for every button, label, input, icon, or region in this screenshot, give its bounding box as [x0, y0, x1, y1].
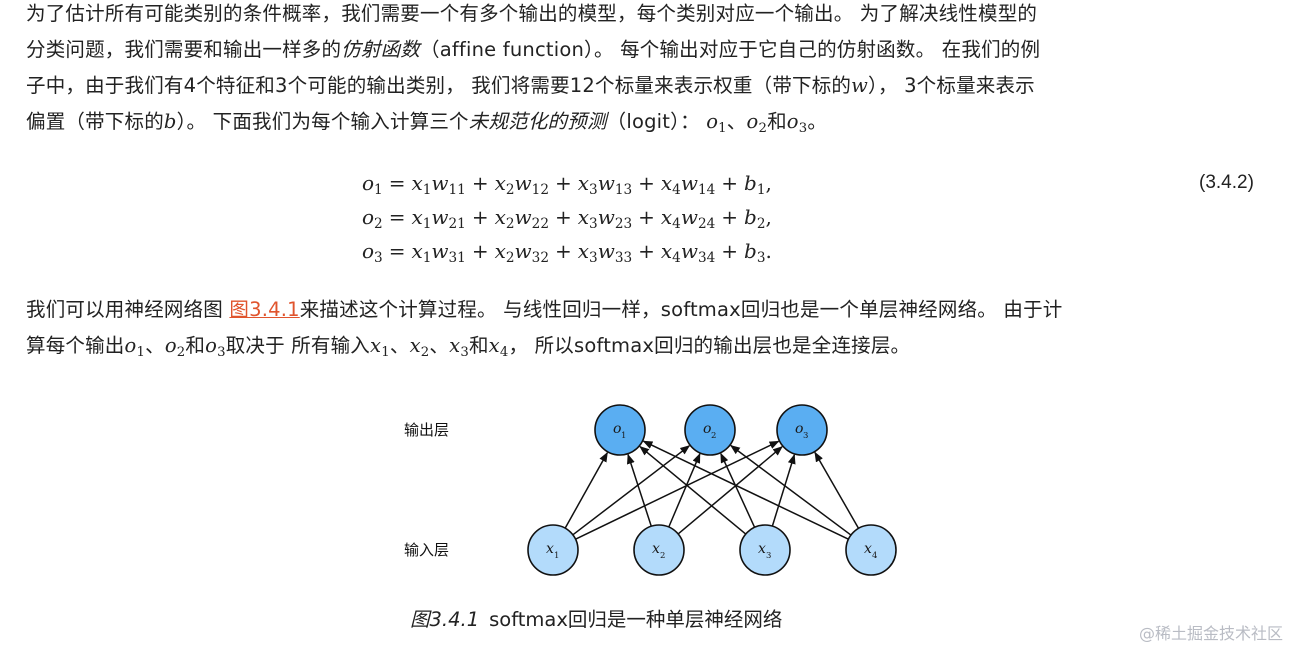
edge-x4-o1: [642, 440, 849, 540]
intro-paragraph: 为了估计所有可能类别的条件概率，我们需要一个有多个输出的模型，每个类别对应一个输…: [26, 0, 1271, 140]
text-span: 算每个输出: [26, 334, 125, 357]
math-o1: o1: [706, 110, 727, 136]
text-span: ）。 下面我们为每个输入计算三个: [176, 110, 469, 133]
figure-reference-link[interactable]: 图3.4.1: [229, 298, 300, 321]
math-o2: o2: [164, 334, 186, 360]
edge-x1-o1: [564, 451, 608, 529]
edge-x1-o3: [575, 440, 780, 540]
input-node-x2-circle: [633, 524, 685, 576]
caption-number: 图3.4.1: [410, 608, 480, 631]
text-line: 分类问题，我们需要和输出一样多的仿射函数（affine function）。 每…: [26, 32, 1271, 68]
equation-row-1: o1=x1w11+x2w12+x3w13+x4w14+b1,: [362, 171, 772, 199]
math-o2: o2: [746, 110, 768, 136]
input-node-x4-subscript: 4: [872, 551, 877, 561]
equation-row-3: o3=x1w31+x2w32+x3w33+x4w34+b3.: [362, 239, 772, 267]
emphasis-affine: 仿射函数: [341, 38, 421, 61]
text-span: 、: [429, 334, 450, 357]
edge-x4-o3: [814, 451, 860, 529]
text-span: 和: [468, 334, 489, 357]
text-span: 、: [726, 110, 747, 133]
math-x3: x3: [449, 334, 469, 360]
caption-text: softmax回归是一种单层神经网络: [489, 608, 783, 631]
text-line: 子中，由于我们有4个特征和3个可能的输出类别， 我们将需要12个标量来表示权重（…: [26, 68, 1271, 104]
input-node-x2-subscript: 2: [660, 551, 665, 561]
input-node-x1-label: x: [546, 541, 554, 557]
output-node-o1-circle: [594, 404, 646, 456]
equation-row-2: o2=x1w21+x2w22+x3w23+x4w24+b2,: [362, 205, 772, 233]
input-node-x4-circle: [845, 524, 897, 576]
input-node-x1-subscript: 1: [554, 551, 559, 561]
text-span: 和: [767, 110, 787, 133]
text-span: 。: [807, 110, 828, 133]
emphasis-logit: 未规范化的预测: [468, 110, 607, 133]
text-line: 为了估计所有可能类别的条件概率，我们需要一个有多个输出的模型，每个类别对应一个输…: [26, 0, 1271, 32]
output-node-o3-subscript: 3: [803, 431, 808, 441]
text-span: 、: [389, 334, 410, 357]
text-line: 算每个输出o1、o2和o3取决于 所有输入x1、x2、x3和x4， 所以soft…: [26, 328, 1271, 364]
text-span: ）， 3个标量来表示: [868, 74, 1035, 97]
text-span: ， 所以softmax回归的输出层也是全连接层。: [508, 334, 911, 357]
edge-x2-o2: [668, 453, 701, 528]
edge-x2-o3: [677, 446, 783, 535]
input-node-x3-label: x: [758, 541, 766, 557]
math-w: w: [851, 74, 869, 97]
output-layer-label: 输出层: [404, 421, 449, 439]
text-span: （logit）：: [606, 110, 700, 133]
text-span: 子中，由于我们有4个特征和3个可能的输出类别， 我们将需要12个标量来表示权重（…: [26, 74, 852, 97]
text-span: 取决于 所有输入: [225, 334, 371, 357]
math-x4: x4: [488, 334, 509, 360]
text-span: （affine function）。 每个输出对应于它自己的仿射函数。 在我们的…: [420, 38, 1041, 61]
text-span: 来描述这个计算过程。 与线性回归一样，softmax回归也是一个单层神经网络。 …: [299, 298, 1063, 321]
edge-x3-o1: [639, 445, 747, 535]
input-node-x3-circle: [739, 524, 791, 576]
text-span: 、: [145, 334, 165, 357]
output-node-o2-circle: [684, 404, 736, 456]
input-node-x4-label: x: [864, 541, 872, 557]
edge-x3-o2: [720, 452, 756, 528]
math-x1: x1: [370, 334, 390, 360]
text-line: 我们可以用神经网络图 图3.4.1来描述这个计算过程。 与线性回归一样，soft…: [26, 292, 1271, 328]
equation-number: (3.4.2): [1199, 172, 1254, 193]
math-o3: o3: [786, 110, 808, 136]
text-span: 偏置（带下标的: [26, 110, 164, 133]
edge-x4-o2: [730, 444, 852, 536]
input-node-x1-circle: [527, 524, 579, 576]
math-x2: x2: [409, 334, 430, 360]
output-node-o1-subscript: 1: [621, 431, 626, 441]
text-span: 为了估计所有可能类别的条件概率，我们需要一个有多个输出的模型，每个类别对应一个输…: [26, 2, 1038, 25]
text-span: 我们可以用神经网络图: [26, 298, 230, 321]
edge-x3-o3: [771, 453, 796, 527]
output-node-o1-label: o: [613, 421, 621, 437]
output-node-o3-label: o: [795, 421, 803, 437]
watermark: @稀土掘金技术社区: [1138, 624, 1283, 643]
input-node-x3-subscript: 3: [766, 551, 771, 561]
edge-x2-o1: [627, 453, 652, 527]
network-paragraph: 我们可以用神经网络图 图3.4.1来描述这个计算过程。 与线性回归一样，soft…: [26, 292, 1271, 364]
math-o1: o1: [124, 334, 146, 360]
output-node-o2-subscript: 2: [711, 431, 716, 441]
text-line: 偏置（带下标的b）。 下面我们为每个输入计算三个未规范化的预测（logit）： …: [26, 104, 1271, 140]
input-layer-label: 输入层: [404, 541, 449, 559]
text-span: 分类问题，我们需要和输出一样多的: [26, 38, 342, 61]
edges-group: [564, 440, 860, 540]
edge-x1-o2: [572, 445, 691, 536]
math-b: b: [163, 110, 177, 133]
math-o3: o3: [205, 334, 226, 360]
output-node-o3-circle: [776, 404, 828, 456]
input-node-x2-label: x: [652, 541, 660, 557]
figure-caption: 图3.4.1 softmax回归是一种单层神经网络: [410, 603, 782, 632]
text-span: 和: [185, 334, 206, 357]
output-node-o2-label: o: [703, 421, 711, 437]
